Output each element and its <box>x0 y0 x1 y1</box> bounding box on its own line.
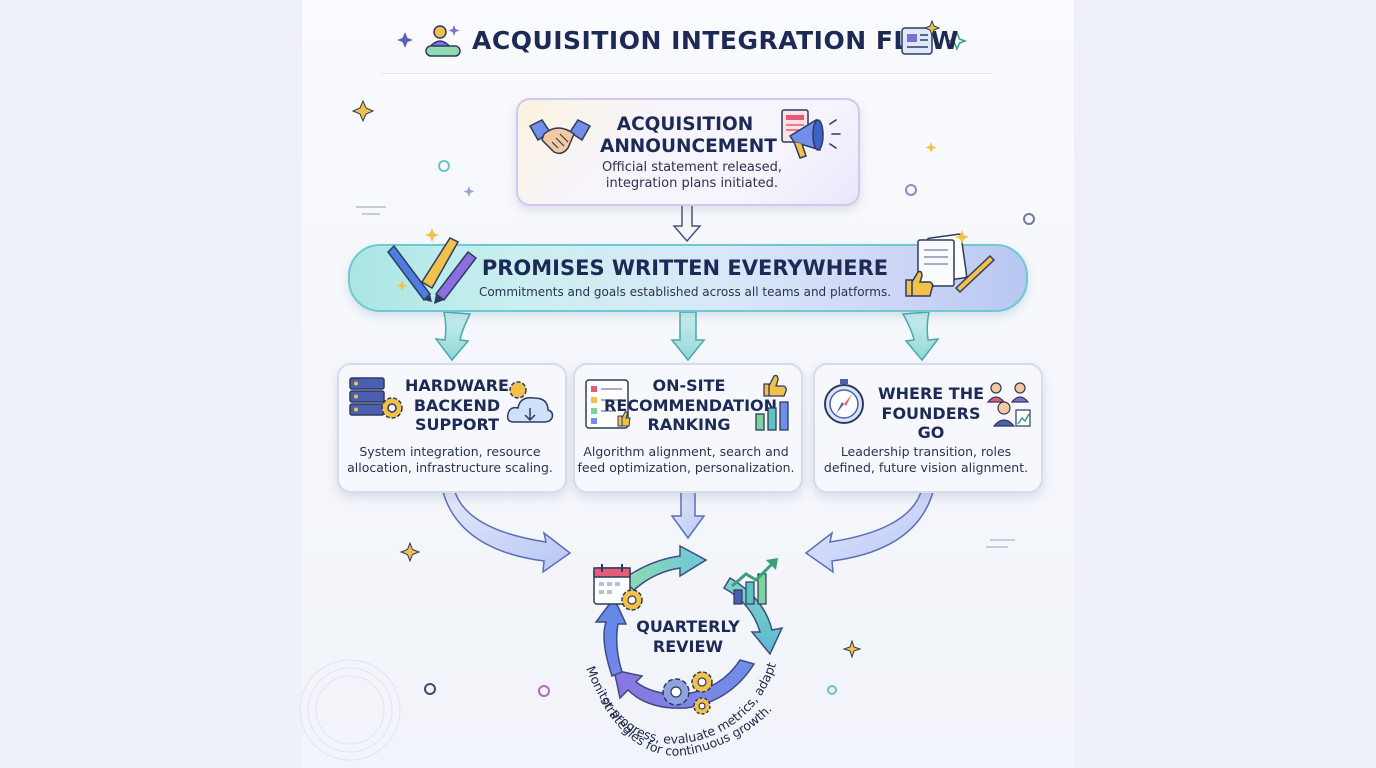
review-title-line: QUARTERLY <box>636 617 740 636</box>
review-title-line: REVIEW <box>652 637 724 656</box>
dash-decorations <box>356 206 1015 548</box>
hardware-title-line: SUPPORT <box>414 415 500 434</box>
sparkle-icon <box>351 99 937 659</box>
review-title: QUARTERLY REVIEW <box>618 617 758 657</box>
promises-title: PROMISES WRITTEN EVERYWHERE <box>481 256 889 280</box>
thumbs-up-icon <box>763 374 787 397</box>
trend-chart-icon <box>731 558 778 605</box>
calendar-icon <box>593 564 643 611</box>
megaphone-icon <box>781 109 841 159</box>
gears-icon <box>662 671 713 715</box>
cycle-arrow-left <box>594 596 628 677</box>
announcement-title: ACQUISITION ANNOUNCEMENT <box>600 114 777 158</box>
handshake-icon <box>528 119 592 155</box>
founders-desc-line: Leadership transition, roles <box>840 444 1012 459</box>
ranking-title-line: ON-SITE <box>652 376 726 395</box>
ranking-desc-line: Algorithm alignment, search and <box>583 444 789 459</box>
papers-thumbs-up-icon <box>905 230 996 297</box>
pens-icon <box>387 228 478 304</box>
arrow-ranking-to-review <box>670 491 706 540</box>
founders-title-line: WHERE THE <box>877 384 985 403</box>
server-gear-icon <box>349 377 403 419</box>
hardware-title-line: BACKEND <box>413 395 501 415</box>
founders-title-line: FOUNDERS GO <box>881 403 981 443</box>
arrow-hardware-to-review <box>441 491 572 574</box>
page-title: ACQUISITION INTEGRATION FLOW <box>472 26 959 55</box>
compass-icon <box>824 379 864 424</box>
ranking-title-line: RANKING <box>647 415 731 434</box>
announcement-title-line: ACQUISITION <box>616 114 754 135</box>
user-badge-icon <box>425 25 461 57</box>
sparkle-icon <box>946 31 968 51</box>
founders-card-description: Leadership transition, roles defined, fu… <box>817 444 1035 475</box>
founders-card <box>813 363 1043 493</box>
announcement-description: Official statement released, integration… <box>592 160 792 192</box>
arrow-founders-to-review <box>804 491 935 574</box>
announcement-desc-line: integration plans initiated. <box>605 176 779 191</box>
bar-chart-icon <box>755 374 789 431</box>
dot-decorations <box>424 160 1035 697</box>
arrow-promises-to-hardware <box>434 311 472 362</box>
arrow-promises-to-ranking <box>670 311 706 362</box>
arrow-announcement-to-promises <box>672 203 702 243</box>
document-icon <box>901 20 941 55</box>
checklist-icon <box>585 379 631 429</box>
announcement-title-line: ANNOUNCEMENT <box>600 136 777 157</box>
arrow-promises-to-founders <box>901 311 940 362</box>
sparkle-icon <box>397 32 475 197</box>
founders-card-title: WHERE THE FOUNDERS GO <box>868 384 994 443</box>
hardware-desc-line: allocation, infrastructure scaling. <box>347 459 553 475</box>
people-icon <box>986 382 1031 427</box>
hardware-card-title: HARDWARE BACKEND SUPPORT <box>402 376 512 435</box>
title-divider <box>382 73 992 74</box>
ranking-card-description: Algorithm alignment, search and feed opt… <box>577 444 795 475</box>
cloud-icon <box>506 381 554 423</box>
announcement-desc-line: Official statement released, <box>601 160 783 175</box>
wave-decoration <box>299 659 401 761</box>
hardware-card-description: System integration, resource allocation,… <box>341 444 559 475</box>
cycle-arrow-top <box>620 544 708 591</box>
ranking-title-line: RECOMMENDATION <box>604 395 778 415</box>
founders-desc-line: defined, future vision alignment. <box>823 459 1029 475</box>
hardware-desc-line: System integration, resource <box>359 444 541 459</box>
ranking-card-title: ON-SITE RECOMMENDATION RANKING <box>604 376 778 435</box>
promises-description: Commitments and goals established across… <box>478 285 892 299</box>
hardware-title-line: HARDWARE <box>405 376 509 395</box>
ranking-desc-line: feed optimization, personalization. <box>577 459 795 475</box>
